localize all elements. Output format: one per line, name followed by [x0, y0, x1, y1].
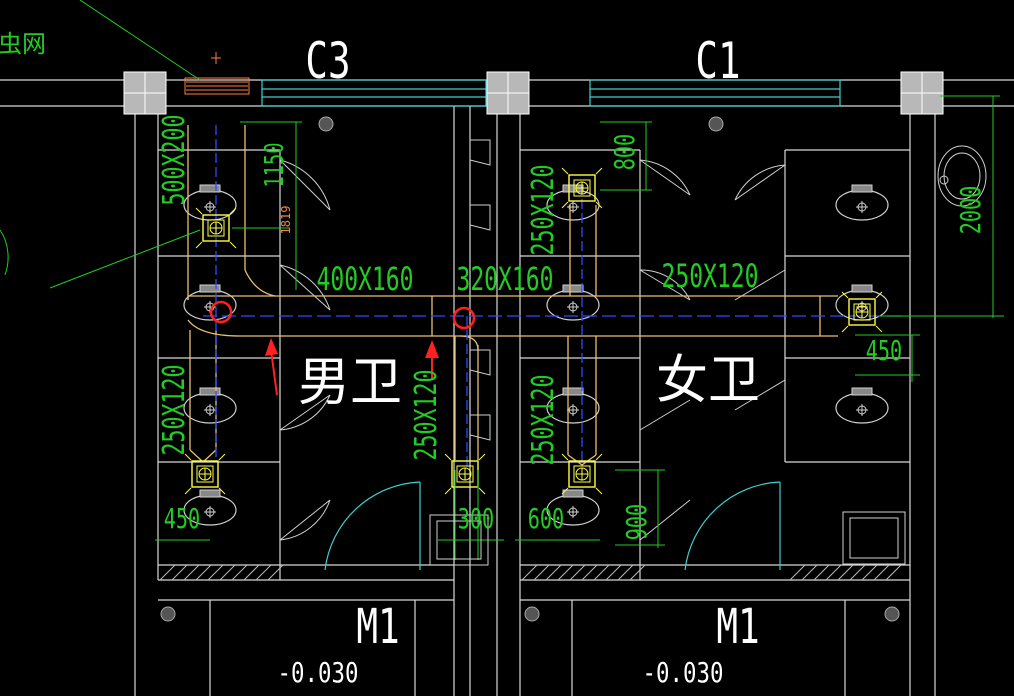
duct-size-main-center: 320X160: [456, 260, 553, 298]
window-c3: [261, 79, 487, 107]
squat-toilet-icon: [183, 184, 237, 221]
duct-size-branch-right-top: 250X120: [527, 165, 561, 256]
stall-doors: [279, 159, 786, 541]
dimension-600: 600: [528, 502, 564, 535]
wash-basin: [937, 145, 987, 207]
urinals: [469, 139, 491, 441]
hatched-wall-left: [159, 564, 284, 581]
white-labels: C3 C1 M1 M1 男卫 女卫 -0.030 -0.030: [278, 33, 760, 689]
red-arrow-icon: [425, 340, 439, 380]
fans-layer: [184, 167, 883, 495]
dimension-800: 800: [608, 134, 641, 170]
ceiling-exhaust-fan-icon: [195, 207, 237, 249]
duct-size-main-left: 400X160: [316, 260, 413, 298]
dimension-300: 300: [458, 502, 494, 535]
dimension-1150: 1150: [260, 142, 290, 187]
ceiling-exhaust-fan-icon: [841, 291, 883, 333]
elevation-label-right: -0.030: [643, 655, 724, 688]
squat-toilet-icon: [546, 489, 600, 526]
green-labels: 虫网 400X160 320X160 250X120 500X200 250X1…: [0, 30, 987, 540]
squat-toilet-icon: [835, 387, 889, 424]
dimension-450-right: 450: [866, 334, 902, 367]
red-markers: [209, 300, 476, 396]
ceiling-exhaust-fan-icon: [184, 453, 226, 495]
room-label-female: 女卫: [656, 351, 760, 411]
duct-size-branch-center-down: 250X120: [410, 370, 444, 461]
red-circle-marker-icon: [209, 300, 233, 324]
squat-toilet-icon: [183, 387, 237, 424]
duct-centerlines: [203, 125, 905, 470]
duct-network: [187, 125, 838, 466]
louver-insect-net: [184, 52, 250, 95]
mop-sinks: [429, 511, 906, 566]
door-label-m1-left: M1: [356, 600, 399, 655]
insect-net-label: 虫网: [0, 30, 46, 58]
window-label-c1: C1: [695, 33, 740, 91]
elevation-label-left: -0.030: [278, 655, 359, 688]
window-label-c3: C3: [305, 33, 350, 91]
columns: [123, 71, 944, 115]
window-c1: [589, 79, 841, 107]
red-arrow-icon: [265, 338, 278, 396]
dimension-2000: 2000: [954, 186, 987, 235]
dimension-1819: 1819: [279, 206, 293, 235]
red-circle-marker-icon: [452, 306, 476, 330]
room-label-male: 男卫: [298, 353, 402, 413]
duct-size-branch-left-lower: 250X120: [158, 365, 192, 456]
duct-size-main-right: 250X120: [661, 257, 758, 295]
dimension-lines: [0, 0, 1004, 560]
squat-toilet-icon: [546, 284, 600, 321]
hatched-wall-right: [521, 564, 902, 581]
squat-toilet-icon: [546, 387, 600, 424]
squat-toilet-icon: [835, 184, 889, 221]
duct-size-branch-right-lower: 250X120: [527, 375, 561, 466]
dimension-900: 900: [620, 504, 653, 540]
squat-toilet-icon: [183, 489, 237, 526]
entry-doors: [324, 481, 781, 571]
duct-size-riser-left-top: 500X200: [158, 115, 192, 206]
door-label-m1-right: M1: [716, 600, 759, 655]
ceiling-exhaust-fan-icon: [561, 453, 603, 495]
floor-drains: [160, 116, 900, 622]
dimension-450-left: 450: [164, 502, 200, 535]
ceiling-exhaust-fan-icon: [561, 167, 603, 209]
